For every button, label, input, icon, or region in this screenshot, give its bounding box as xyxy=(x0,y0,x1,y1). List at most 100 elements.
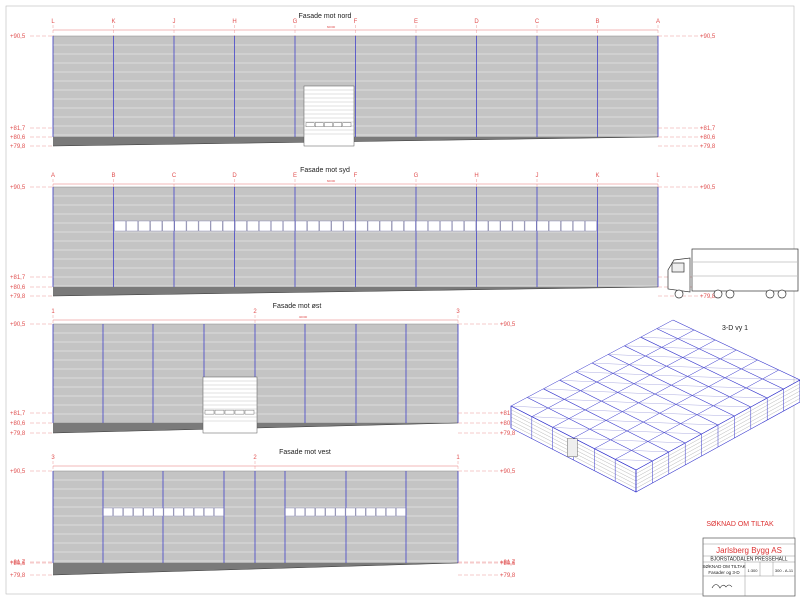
window-pane xyxy=(488,220,501,232)
3d-brace xyxy=(622,411,660,414)
3d-brace xyxy=(638,402,677,405)
3d-brace xyxy=(573,437,611,440)
window-pane xyxy=(428,220,440,232)
dimension-label: 60000 xyxy=(327,25,336,29)
window-pane xyxy=(283,220,295,232)
level-label-left: +81,7 xyxy=(10,275,26,281)
3d-brace xyxy=(615,459,653,462)
window-pane xyxy=(150,220,163,232)
3d-brace xyxy=(720,358,758,361)
window-pane xyxy=(295,507,305,517)
level-label-left: +80,6 xyxy=(10,421,26,427)
3d-brace xyxy=(575,371,614,374)
level-label-right: +90,5 xyxy=(500,322,516,328)
window-pane xyxy=(295,220,307,232)
3d-brace xyxy=(746,387,784,390)
window-pane xyxy=(315,507,326,517)
window-pane xyxy=(452,220,464,232)
3d-brace xyxy=(612,373,651,376)
grid-label: H xyxy=(232,19,236,25)
level-label-left: +79,8 xyxy=(10,431,26,437)
door-window xyxy=(305,122,315,127)
3d-brace xyxy=(633,383,672,386)
window-pane xyxy=(114,220,126,232)
window-pane xyxy=(573,220,585,232)
level-label-right: +80,6 xyxy=(500,421,516,427)
level-label-left: +90,5 xyxy=(10,469,26,475)
3d-brace xyxy=(729,396,768,399)
level-label-left: +81,7 xyxy=(10,411,26,417)
window-pane xyxy=(391,220,404,232)
doc-type: SØKNAD OM TILTAK xyxy=(702,564,745,569)
window-pane xyxy=(193,507,204,517)
window-pane xyxy=(307,220,320,232)
window-pane xyxy=(234,220,247,232)
3d-brace xyxy=(656,328,695,331)
level-label-right: +79,8 xyxy=(500,431,516,437)
3d-brace xyxy=(703,367,742,370)
window-pane xyxy=(198,220,211,232)
window-pane xyxy=(367,220,380,232)
grid-label: J xyxy=(536,173,539,179)
level-label-left: +80,6 xyxy=(10,561,26,567)
grid-label: D xyxy=(232,173,237,179)
grid-label: F xyxy=(354,173,358,179)
grid-label: E xyxy=(293,173,297,179)
window-pane xyxy=(186,220,199,232)
window-pane xyxy=(355,507,366,517)
3d-brace xyxy=(580,390,618,393)
3d-brace xyxy=(591,362,630,365)
3d-brace xyxy=(510,405,549,409)
3d-brace xyxy=(677,338,716,341)
grid-label: H xyxy=(474,173,478,179)
level-label-left: +79,8 xyxy=(10,573,26,579)
grid-label: C xyxy=(535,19,540,25)
door-window xyxy=(324,122,333,127)
window-pane xyxy=(524,220,537,232)
elevation-title: Fasade mot øst xyxy=(273,303,322,310)
title-block: Jarlsberg Bygg AS BJORSTADDALEN PRESSEHA… xyxy=(702,537,796,597)
window-pane xyxy=(153,507,164,517)
3d-brace xyxy=(671,385,709,387)
3d-brace xyxy=(531,416,569,419)
window-pane xyxy=(183,507,194,517)
window-pane xyxy=(222,220,235,232)
3d-door xyxy=(567,438,578,457)
3d-brace xyxy=(682,357,721,359)
door-window xyxy=(214,409,225,415)
3d-brace xyxy=(643,421,681,424)
3d-brace xyxy=(624,345,662,348)
grid-label: A xyxy=(656,19,660,25)
window-pane xyxy=(512,220,525,232)
window-pane xyxy=(138,220,151,232)
3d-brace xyxy=(608,354,646,357)
3d-brace xyxy=(687,376,726,378)
level-label-right: +79,8 xyxy=(500,573,516,579)
3d-brace xyxy=(617,392,656,395)
level-label-left: +90,5 xyxy=(10,34,26,40)
level-label-left: +90,5 xyxy=(10,322,26,328)
window-pane xyxy=(163,507,174,517)
3d-brace xyxy=(552,427,590,430)
3d-brace xyxy=(548,407,586,411)
window-pane xyxy=(355,220,368,232)
3d-brace xyxy=(629,364,667,367)
3d-brace xyxy=(626,430,665,433)
door-window xyxy=(333,122,343,127)
level-label-right: +81,7 xyxy=(700,126,716,132)
grid-label: J xyxy=(173,19,176,25)
dimension-label: 60000 xyxy=(327,179,336,183)
window-pane xyxy=(440,220,452,232)
3d-brace xyxy=(664,432,702,435)
3d-brace xyxy=(650,374,688,377)
grid-label: L xyxy=(51,19,55,25)
window-pane xyxy=(271,220,283,232)
window-pane xyxy=(126,220,138,232)
grid-label: C xyxy=(172,173,177,179)
grid-label: B xyxy=(595,19,599,25)
3d-brace xyxy=(589,429,628,432)
3d-brace xyxy=(713,405,751,408)
